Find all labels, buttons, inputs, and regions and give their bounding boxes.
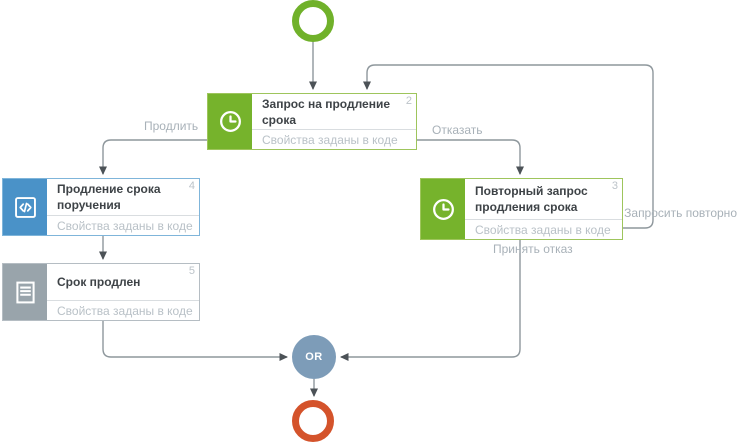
clock-icon xyxy=(421,179,465,239)
node-number: 4 xyxy=(188,180,195,192)
node-number: 2 xyxy=(405,95,412,107)
edge-prinyat-otkaz[interactable] xyxy=(340,240,521,361)
node-title: Продление срока поручения xyxy=(57,182,161,212)
edge-label-otkazat: Отказать xyxy=(432,123,483,137)
edge-label-prinyat-otkaz: Принять отказ xyxy=(493,242,573,256)
or-gateway-label: OR xyxy=(305,351,323,363)
node-number: 5 xyxy=(188,265,195,277)
node-title: Повторный запрос продления срока xyxy=(475,184,588,214)
start-event-circle[interactable] xyxy=(292,0,334,42)
task-node-extend-assignment[interactable]: 4 Продление срока поручения Свойства зад… xyxy=(2,178,200,236)
document-icon xyxy=(3,264,47,320)
node-subtitle: Свойства заданы в коде xyxy=(47,300,199,320)
edge-label-prodlit: Продлить xyxy=(144,119,199,133)
node-title: Запрос на продление срока xyxy=(262,97,391,127)
node-subtitle: Свойства заданы в коде xyxy=(47,215,199,235)
node-body: 4 Продление срока поручения Свойства зад… xyxy=(47,179,199,235)
node-title: Срок продлен xyxy=(57,275,141,290)
node-body: 3 Повторный запрос продления срока Свойс… xyxy=(465,179,622,239)
edge-otkazat[interactable] xyxy=(417,139,524,175)
node-number: 3 xyxy=(611,180,618,192)
or-gateway[interactable]: OR xyxy=(292,335,336,379)
edge-prodlit[interactable] xyxy=(99,139,207,175)
code-icon xyxy=(3,179,47,235)
node-body: 5 Срок продлен Свойства заданы в коде xyxy=(47,264,199,320)
node-subtitle: Свойства заданы в коде xyxy=(465,219,622,239)
end-event-circle[interactable] xyxy=(292,400,334,442)
node-body: 2 Запрос на продление срока Свойства зад… xyxy=(252,94,416,149)
edge-done-to-or[interactable] xyxy=(102,321,288,361)
edge-label-zaprosit-povtorno: Запросить повторно xyxy=(624,206,737,220)
clock-icon xyxy=(208,94,252,149)
task-node-request-extension[interactable]: 2 Запрос на продление срока Свойства зад… xyxy=(207,93,417,150)
task-node-repeat-request[interactable]: 3 Повторный запрос продления срока Свойс… xyxy=(420,178,623,240)
task-node-period-extended[interactable]: 5 Срок продлен Свойства заданы в коде xyxy=(2,263,200,321)
edge-zaprosit-povtorno[interactable] xyxy=(363,64,654,229)
node-subtitle: Свойства заданы в коде xyxy=(252,129,416,149)
